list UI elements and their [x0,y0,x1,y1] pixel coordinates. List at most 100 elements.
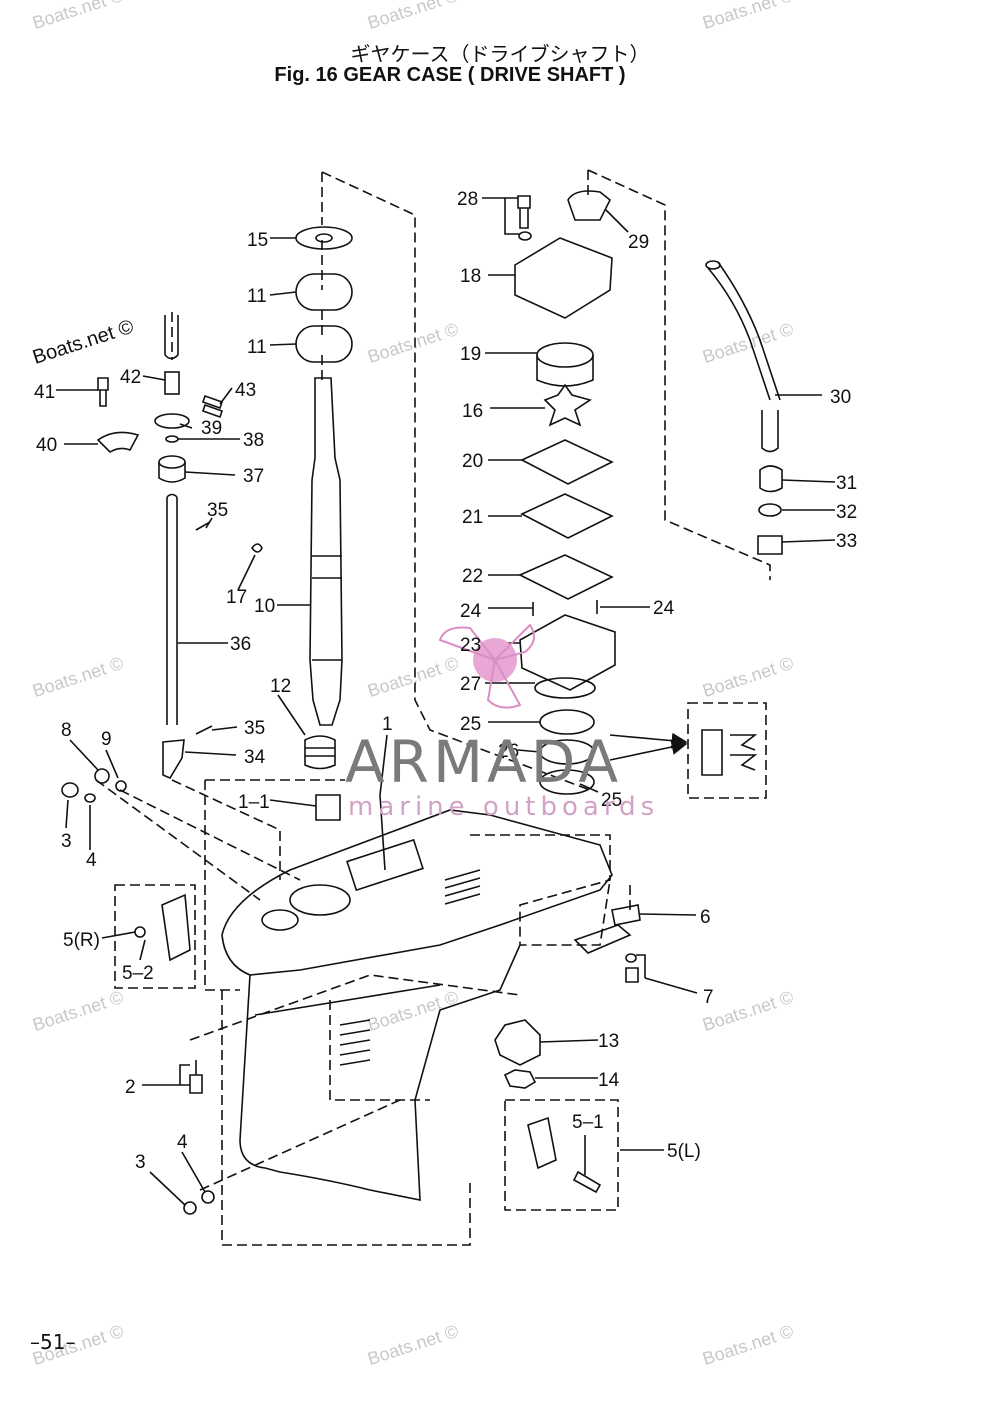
leader [584,1135,664,1175]
callout-27: 27 [460,674,481,695]
callout-11: 11 [247,286,267,307]
anode-box-left [504,1099,619,1211]
callout-23: 23 [460,635,481,656]
washer-15-hole [315,233,333,243]
callout-35: 35 [207,500,228,521]
alignment-line [119,789,301,881]
tube-end [705,260,721,270]
shift-cam-34 [162,739,185,780]
callout-1: 1 [382,714,393,735]
callout-25: 25 [601,790,622,811]
water-intake-grille [339,1019,371,1066]
shift-rod-upper [164,315,179,360]
callout-19: 19 [460,344,481,365]
insert-23 [519,614,616,691]
callout-39: 39 [201,418,222,439]
cover-29 [567,190,612,221]
callout-40: 40 [36,435,57,456]
bolt-7 [625,967,639,983]
housing-box [470,834,611,946]
leader [775,394,836,543]
callout-35: 35 [244,718,265,739]
housing-box [221,990,471,1246]
drive-shaft-rings [312,555,342,661]
leader [485,352,545,576]
callout-16: 16 [462,401,483,422]
washer-9 [115,780,127,792]
screw-5-1 [572,1170,602,1194]
spring-12 [304,735,336,770]
callout-2: 2 [125,1077,136,1098]
callout-30: 30 [830,387,851,408]
nut-14 [503,1069,537,1089]
pinion-gear-13 [494,1019,541,1066]
seal-37 [158,462,186,483]
washer-4b [201,1190,215,1204]
callout-43: 43 [235,380,256,401]
anode-box [329,1000,430,1101]
callout-25: 25 [460,714,481,735]
gasket-22 [518,554,614,600]
title-japanese: ギヤケース（ドライブシャフト） [350,42,650,66]
alignment-line [321,171,591,791]
bolt-28 [517,195,531,229]
shaft-bore [289,884,351,916]
water-intake-vents [444,869,481,905]
key-17 [250,543,263,553]
cup-19-top [536,342,594,368]
water-tube-30 [707,261,781,401]
leader [269,237,297,346]
callout-13: 13 [598,1031,619,1052]
gasket-20 [520,439,614,485]
callout-28: 28 [457,189,478,210]
water-passage [346,838,424,892]
alignment-line [95,779,261,901]
brand-tagline: marine outboards [348,792,660,822]
alignment-line [587,169,771,580]
shift-bore [261,909,299,931]
callout-3: 3 [135,1152,146,1173]
pin-35a [195,521,211,531]
o-ring-38 [165,435,179,443]
alignment-line [171,779,281,880]
callout-labels: 15 11 11 41 42 43 39 40 38 37 35 17 10 3… [34,189,857,1173]
bracket-6 [611,904,641,926]
page-number: –51– [30,1330,76,1354]
callout-5-2: 5–2 [122,963,154,984]
callout-36: 36 [230,634,251,655]
anode-box-right [114,884,196,989]
callout-11: 11 [247,337,267,358]
callout-7: 7 [703,987,714,1008]
callout-10: 10 [254,596,275,617]
callout-4: 4 [177,1132,188,1153]
pins-24 [532,600,598,616]
leader [142,1064,206,1206]
callout-5r: 5(R) [63,930,100,951]
seal-orientation-detail [701,729,758,776]
seal-32 [758,503,782,517]
washer-4a [84,793,96,803]
callout-42: 42 [120,367,141,388]
anode-5l [527,1116,557,1170]
cup-19 [536,355,594,387]
callout-9: 9 [101,729,112,750]
callout-22: 22 [462,566,483,587]
callout-26: 26 [498,741,519,762]
screw-5-2 [134,926,146,938]
leader [56,375,240,476]
callout-34: 34 [244,747,266,768]
drive-shaft-10 [309,377,343,726]
bolt-8 [94,768,110,784]
seal-33 [757,535,783,555]
callout-5-1: 5–1 [572,1112,604,1133]
bushing-1-1 [315,794,341,821]
callout-29: 29 [628,232,649,253]
washer-15 [295,226,353,250]
leader [178,517,310,756]
brand-name: ARMADA [345,728,623,796]
plate-6 [573,924,632,954]
bearing-11a [295,273,353,311]
bolt-2 [189,1060,203,1094]
callout-24: 24 [460,601,482,622]
bearing-11b [295,325,353,363]
